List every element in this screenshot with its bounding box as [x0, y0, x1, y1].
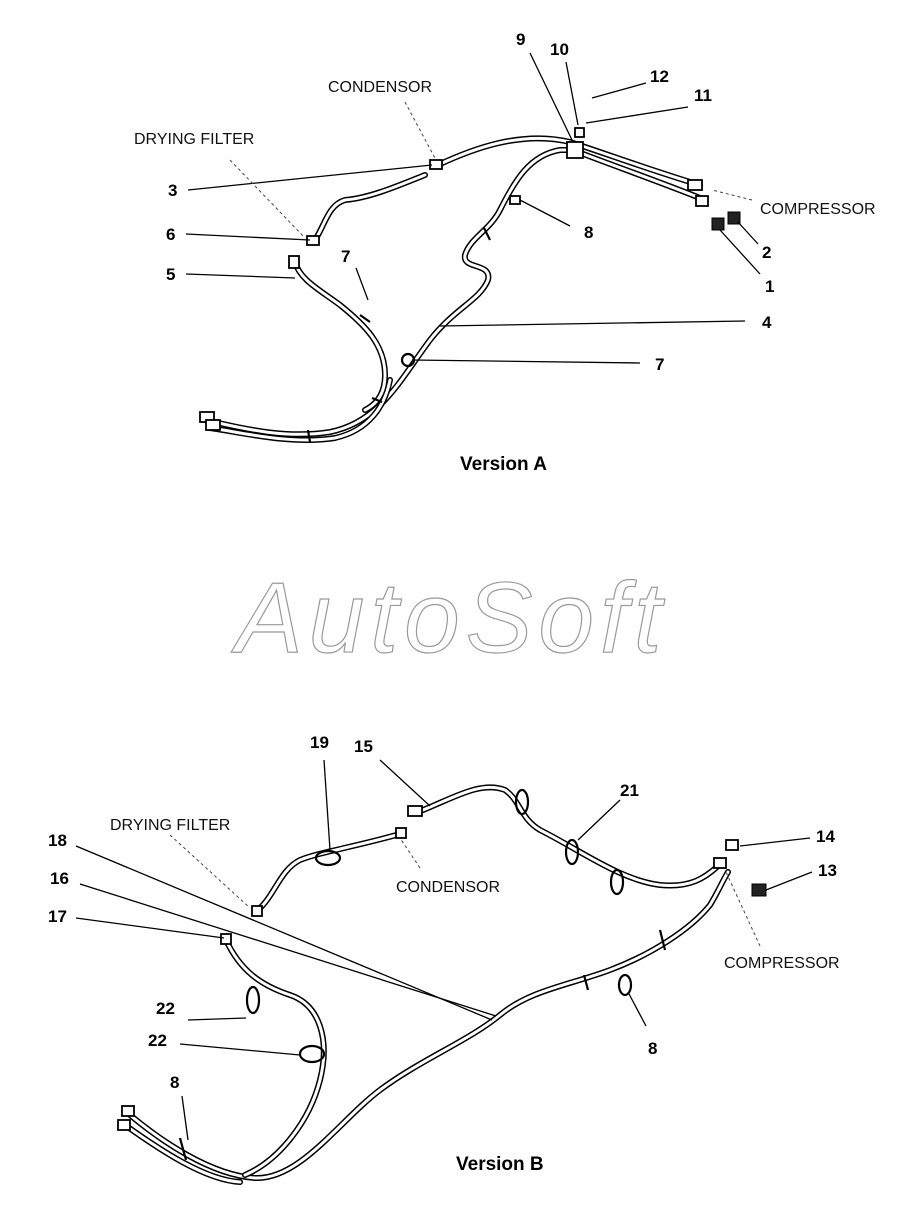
clip-mark-b2 — [582, 974, 590, 991]
callout-8-b-right: 8 — [648, 1039, 657, 1058]
callout-15: 15 — [354, 737, 373, 756]
watermark-autosoft: AutoSoft — [231, 562, 668, 674]
clip-22-lower — [298, 1044, 326, 1064]
callout-8-a: 8 — [584, 223, 593, 242]
left-end-fitting-a2 — [205, 419, 221, 431]
drying-filter-fitting-b — [251, 905, 263, 917]
left-end-fitting-b2 — [117, 1119, 131, 1131]
hose-5-fitting — [288, 255, 300, 269]
left-end-fitting-b1 — [121, 1105, 135, 1117]
callout-5: 5 — [166, 265, 175, 284]
fitting-17 — [220, 933, 232, 945]
compressor-fitting-b1 — [713, 857, 727, 869]
callout-17: 17 — [48, 907, 67, 926]
block-fitting-a — [566, 141, 584, 159]
condensor-fitting-b — [407, 805, 423, 817]
version-a-hoses — [199, 127, 741, 443]
condensor-fitting-a — [429, 159, 443, 170]
callout-9: 9 — [516, 30, 525, 49]
version-b-leaders — [75, 759, 813, 1141]
callout-18: 18 — [48, 831, 67, 850]
fitting-14 — [725, 839, 739, 851]
callout-4: 4 — [762, 313, 772, 332]
callout-22-lower: 22 — [148, 1031, 167, 1050]
clip-21-1 — [514, 788, 530, 816]
callout-21: 21 — [620, 781, 639, 800]
o-ring-2 — [727, 211, 741, 225]
label-compressor-b: COMPRESSOR — [724, 955, 840, 972]
callout-22-upper: 22 — [156, 999, 175, 1018]
callout-13: 13 — [818, 861, 837, 880]
clip-mark-a3 — [483, 227, 491, 241]
version-a-title: Version A — [460, 454, 547, 475]
clip-19 — [314, 849, 342, 867]
clip-8-b-right — [617, 973, 633, 997]
clip-mark-a2 — [306, 429, 312, 443]
clip-mark-a1 — [371, 396, 383, 404]
label-condensor-a: CONDENSOR — [328, 79, 432, 96]
label-drying-filter-a: DRYING FILTER — [134, 131, 254, 148]
callout-16: 16 — [50, 869, 69, 888]
version-b-title: Version B — [456, 1154, 544, 1175]
callout-12: 12 — [650, 67, 669, 86]
callout-10: 10 — [550, 40, 569, 59]
callout-19: 19 — [310, 733, 329, 752]
clip-mark-b1 — [658, 929, 667, 951]
label-drying-filter-b: DRYING FILTER — [110, 817, 230, 834]
clip-21-2 — [564, 838, 580, 866]
callout-3: 3 — [168, 181, 177, 200]
label-compressor-a: COMPRESSOR — [760, 201, 876, 218]
clip-7-upper — [359, 314, 371, 323]
clip-22-upper — [245, 985, 261, 1015]
o-ring-1 — [711, 217, 725, 231]
clip-8-b-left — [178, 1137, 188, 1161]
compressor-fitting-a1 — [687, 179, 703, 191]
version-a-leaders — [185, 52, 761, 364]
callout-8-b-left: 8 — [170, 1073, 179, 1092]
clip-21-3 — [609, 868, 625, 896]
callout-1: 1 — [765, 277, 774, 296]
callout-7-upper: 7 — [341, 247, 350, 266]
callout-11: 11 — [694, 86, 712, 105]
callout-7-lower: 7 — [655, 355, 664, 374]
callout-6: 6 — [166, 225, 175, 244]
compressor-fitting-a2 — [695, 195, 709, 207]
condensor-fitting-b2 — [395, 827, 407, 839]
fitting-13 — [751, 883, 767, 897]
callout-14: 14 — [816, 827, 835, 846]
label-condensor-b: CONDENSOR — [396, 879, 500, 896]
version-b-hoses — [117, 784, 767, 1185]
callout-2: 2 — [762, 243, 771, 262]
fitting-10 — [574, 127, 585, 138]
clip-8-a — [509, 195, 521, 205]
